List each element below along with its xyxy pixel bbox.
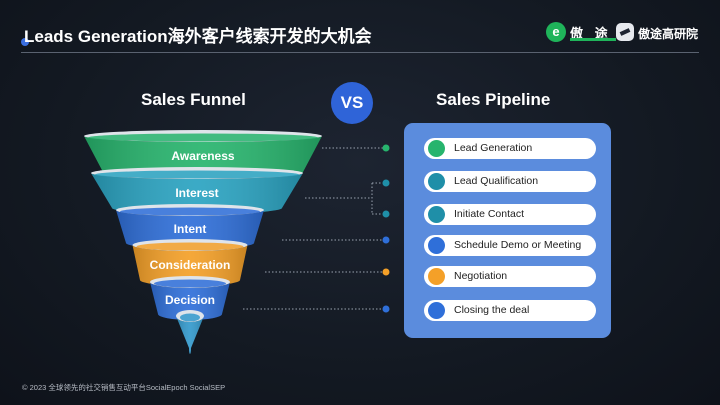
pipeline-stage: Schedule Demo or Meeting <box>424 235 596 256</box>
connector-dot-qualification <box>382 179 390 187</box>
stage-label: Closing the deal <box>454 304 530 316</box>
pipeline-stage: Negotiation <box>424 266 596 287</box>
funnel-layer-shading <box>132 245 248 286</box>
funnel-layer-shading <box>84 136 322 178</box>
aotu-logo-text: 傲 途 <box>570 26 612 41</box>
funnel-label-consideration: Consideration <box>149 257 231 272</box>
institute-logo-text: 傲途高研院 <box>638 27 699 41</box>
funnel-label-interest: Interest <box>175 185 219 200</box>
stage-label: Schedule Demo or Meeting <box>454 239 582 251</box>
connector-dot-contact <box>382 210 390 218</box>
stage-dot-icon <box>428 173 445 190</box>
stage-dot-icon <box>428 268 445 285</box>
aotu-logo: e 傲 途 <box>546 22 624 44</box>
funnel-layer-rim-inner <box>120 207 260 216</box>
aotu-logo-underline <box>570 38 616 41</box>
page-title: Leads Generation海外客户线索开发的大机会 <box>24 27 372 46</box>
funnel-layer-shading <box>176 316 204 354</box>
funnel-layer-rim-inner <box>154 279 226 288</box>
title-divider <box>21 52 699 53</box>
funnel-layer-shading <box>150 282 230 320</box>
funnel-layer-rim-inner <box>88 133 318 142</box>
funnel-label-decision: Decision <box>164 293 215 307</box>
stage-dot-icon <box>428 206 445 223</box>
funnel-layer-rim-inner <box>136 242 244 251</box>
aotu-institute-logo: 傲途高研院 <box>616 22 706 44</box>
sales-pipeline-heading: Sales Pipeline <box>436 90 551 109</box>
sales-funnel-heading: Sales Funnel <box>141 90 246 109</box>
stage-dot-icon <box>428 140 445 157</box>
stage-dot-icon <box>428 237 445 254</box>
title-bullet-icon <box>21 38 29 46</box>
funnel-layer-shading <box>91 173 303 214</box>
stage-label: Lead Qualification <box>454 175 539 187</box>
stage-dot-icon <box>428 302 445 319</box>
funnel-layer-shading <box>116 210 264 249</box>
institute-logo-icon <box>616 23 634 41</box>
pipeline-stage: Lead Qualification <box>424 171 596 192</box>
pipeline-stage: Initiate Contact <box>424 204 596 225</box>
stage-label: Initiate Contact <box>454 208 525 220</box>
connector-dot-intent <box>382 236 390 244</box>
footer-copyright: © 2023 全球领先的社交销售互动平台SocialEpoch SocialSE… <box>22 383 226 392</box>
aotu-logo-mark: e <box>546 22 566 42</box>
vs-badge: VS <box>331 82 373 124</box>
connector-dot-consideration <box>382 268 390 276</box>
pipeline-stage: Closing the deal <box>424 300 596 321</box>
stage-label: Negotiation <box>454 270 508 282</box>
funnel-label-intent: Intent <box>173 221 207 236</box>
funnel-label-awareness: Awareness <box>171 149 235 163</box>
funnel-layer-rim-inner <box>95 170 299 179</box>
funnel-layer-rim-inner <box>180 313 200 322</box>
pipeline-stage: Lead Generation <box>424 138 596 159</box>
connector-dot-awareness <box>382 144 390 152</box>
connector-dot-decision <box>382 305 390 313</box>
stage-label: Lead Generation <box>454 142 533 154</box>
